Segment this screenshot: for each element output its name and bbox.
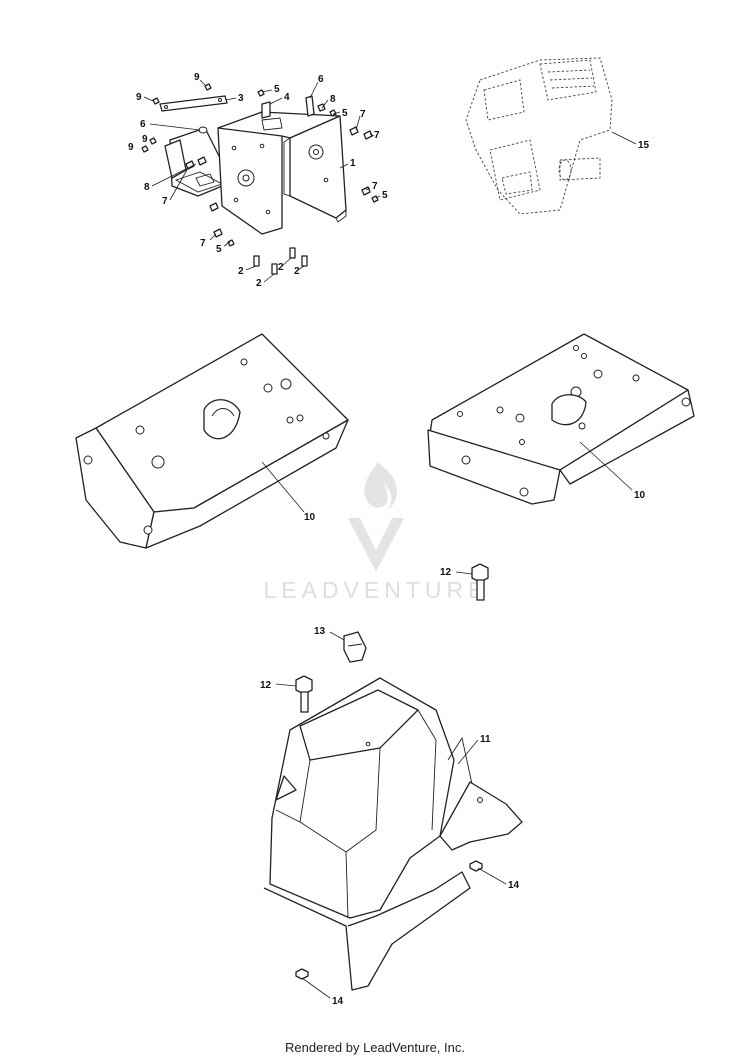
callout-5: 5 (342, 108, 348, 119)
watermark-text: LEADVENTURE (264, 577, 489, 603)
callout-5: 5 (216, 244, 222, 255)
callout-12: 12 (440, 567, 452, 578)
mounting-plate-right (427, 333, 695, 505)
nut-14-lower (295, 968, 309, 980)
callout-7: 7 (200, 238, 206, 249)
leadventure-watermark: LEADVENTURE (264, 462, 489, 603)
callout-13: 13 (314, 626, 326, 637)
callout-6: 6 (140, 119, 146, 130)
callout-2: 2 (278, 262, 284, 273)
callout-15: 15 (638, 140, 650, 151)
callout-9: 9 (128, 142, 134, 153)
bolt-12-lower (295, 675, 313, 713)
callout-14: 14 (508, 880, 520, 891)
callout-6: 6 (318, 74, 324, 85)
clip-13 (343, 631, 367, 663)
engine-reference (465, 57, 613, 215)
callout-9: 9 (142, 134, 148, 145)
shroud (263, 677, 523, 991)
callout-7: 7 (374, 130, 380, 141)
callout-2: 2 (256, 278, 262, 289)
callout-10: 10 (634, 490, 646, 501)
frame-assembly (159, 95, 347, 235)
callout-1: 1 (350, 158, 356, 169)
callout-9: 9 (136, 92, 142, 103)
callout-2: 2 (238, 266, 244, 277)
mounting-plate-left (75, 333, 349, 549)
hardware-fasteners (141, 83, 379, 275)
callout-4: 4 (284, 92, 290, 103)
callout-11: 11 (480, 734, 491, 745)
callout-7: 7 (372, 181, 378, 192)
callout-7: 7 (162, 196, 168, 207)
callout-8: 8 (330, 94, 336, 105)
callouts: 9 9 3 5 4 6 8 5 7 7 6 9 9 1 (128, 72, 650, 1007)
callout-3: 3 (238, 93, 244, 104)
callout-9: 9 (194, 72, 200, 83)
callout-10: 10 (304, 512, 316, 523)
callout-7: 7 (360, 109, 366, 120)
callout-12: 12 (260, 680, 272, 691)
bolt-12-upper (471, 563, 489, 601)
callout-2: 2 (294, 266, 300, 277)
footer-credit: Rendered by LeadVenture, Inc. (285, 1040, 465, 1055)
callout-5: 5 (274, 84, 280, 95)
callout-14: 14 (332, 996, 344, 1007)
callout-8: 8 (144, 182, 150, 193)
callout-5: 5 (382, 190, 388, 201)
